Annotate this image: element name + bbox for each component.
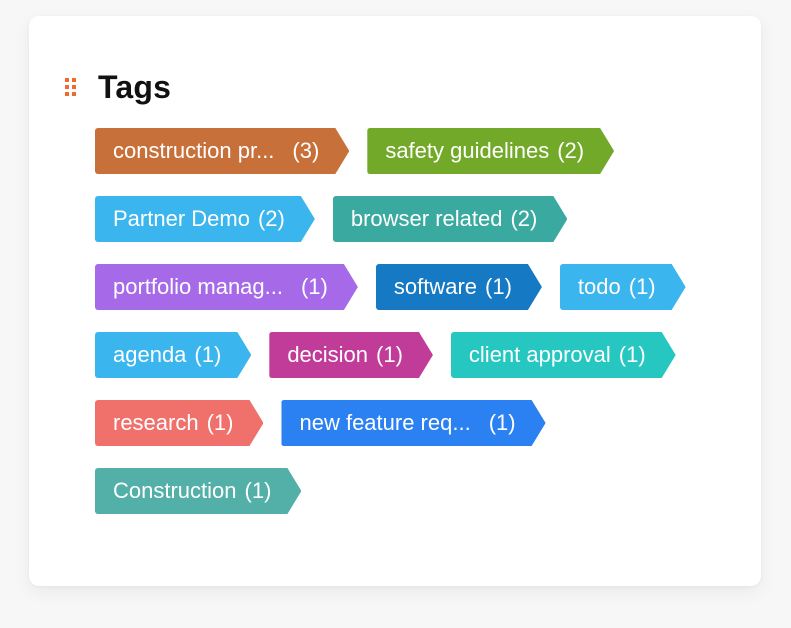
- tag-label: portfolio manag...: [113, 274, 283, 299]
- tag-chip[interactable]: construction pr... (3): [95, 128, 349, 174]
- tag-label: Partner Demo: [113, 206, 250, 231]
- tag-chip[interactable]: software (1): [376, 264, 542, 310]
- tag-chip[interactable]: safety guidelines (2): [367, 128, 614, 174]
- tag-label: safety guidelines: [385, 138, 550, 163]
- tag-label: browser related: [350, 206, 503, 231]
- tag-label: research: [113, 410, 199, 435]
- tag-list: construction pr... (3) safety guidelines (2…: [95, 128, 735, 514]
- drag-handle-icon[interactable]: [65, 78, 76, 96]
- tag-chip[interactable]: browser related (2): [333, 196, 568, 242]
- tag-chip[interactable]: agenda (1): [95, 332, 251, 378]
- tag-count: (1): [628, 274, 656, 299]
- tag-count: (1): [485, 274, 512, 299]
- tag-count: (1): [300, 274, 328, 299]
- tag-chip[interactable]: Partner Demo (2): [95, 196, 315, 242]
- tags-panel: Tags construction pr... (3) safety guideli…: [29, 16, 761, 586]
- tag-label: todo: [577, 274, 621, 299]
- tag-count: (1): [376, 342, 403, 367]
- tag-count: (3): [292, 138, 320, 163]
- panel-header: Tags: [65, 68, 172, 105]
- tag-label: software: [393, 274, 478, 299]
- tag-count: (2): [510, 206, 538, 231]
- tag-chip[interactable]: new feature req... (1): [281, 400, 545, 446]
- tag-chip[interactable]: research (1): [95, 400, 263, 446]
- tag-label: Construction: [113, 478, 237, 503]
- tag-count: (1): [488, 410, 516, 435]
- tag-count: (2): [557, 138, 585, 163]
- tag-chip[interactable]: decision (1): [269, 332, 433, 378]
- tag-count: (2): [257, 206, 285, 231]
- tag-count: (1): [618, 342, 646, 367]
- tag-count: (1): [244, 478, 272, 503]
- tag-chip[interactable]: client approval (1): [451, 332, 676, 378]
- tag-label: new feature req...: [299, 410, 471, 435]
- tag-label: agenda: [113, 342, 187, 367]
- panel-title: Tags: [98, 68, 172, 105]
- tag-label: decision: [287, 342, 369, 367]
- tag-label: client approval: [468, 342, 611, 367]
- tag-chip[interactable]: Construction (1): [95, 468, 301, 514]
- tag-chip[interactable]: portfolio manag... (1): [95, 264, 358, 310]
- tag-count: (1): [206, 410, 234, 435]
- tag-count: (1): [194, 342, 222, 367]
- tag-label: construction pr...: [113, 138, 275, 163]
- tag-chip[interactable]: todo (1): [560, 264, 686, 310]
